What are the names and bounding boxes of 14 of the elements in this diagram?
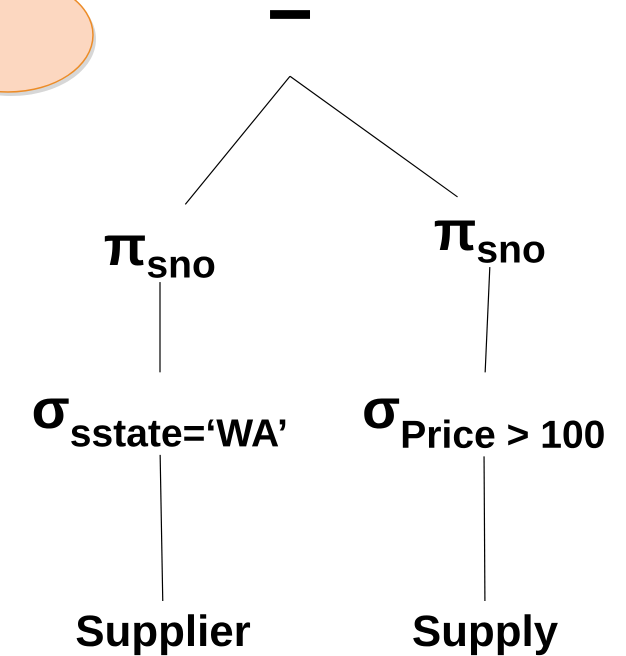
tree-edge [159, 282, 161, 372]
tree-edge [290, 76, 458, 198]
relation-label: Supply [413, 614, 558, 656]
selection-operator: σ$_{sstate=‘WA’}$ [34, 398, 286, 447]
callout-ellipse [0, 0, 96, 96]
relation-label: Supplier [76, 614, 250, 656]
tree-edge [184, 76, 290, 205]
tree-edge [484, 267, 490, 372]
tree-edge [483, 456, 486, 602]
minus-operator: − [270, 10, 310, 19]
projection-operator: π$_{sno}$ [434, 220, 544, 263]
selection-operator: σ$_{Price > 100}$ [364, 398, 604, 448]
projection-operator: π$_{sno}$ [104, 236, 214, 278]
tree-edge [160, 454, 164, 602]
